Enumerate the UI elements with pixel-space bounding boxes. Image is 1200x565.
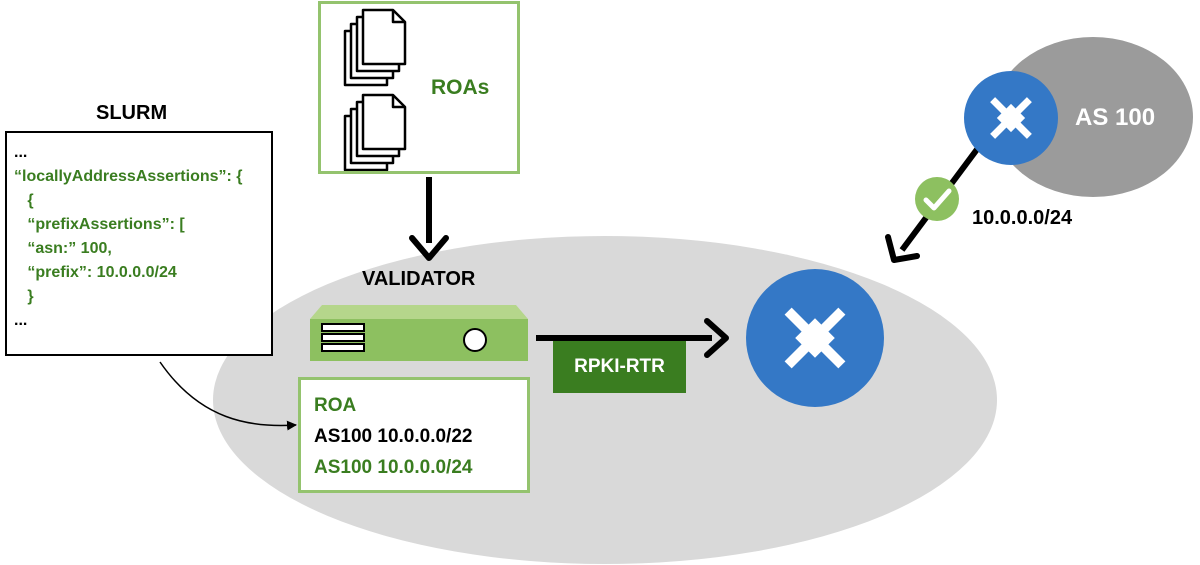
slurm-box: ... “locallyAddressAssertions”: { { “pre… xyxy=(5,131,273,356)
roas-box xyxy=(318,1,520,174)
rpki-rtr-label: RPKI-RTR xyxy=(553,341,686,393)
slurm-line: “prefix”: 10.0.0.0/24 xyxy=(14,264,177,281)
slurm-line: } xyxy=(14,288,34,305)
slurm-line: “locallyAddressAssertions”: { xyxy=(14,168,243,185)
router-icon xyxy=(746,269,884,407)
roa-entry: AS100 10.0.0.0/24 xyxy=(314,457,473,478)
slurm-line: “prefixAssertions”: [ xyxy=(14,216,185,233)
announced-prefix-label: 10.0.0.0/24 xyxy=(972,207,1073,229)
slurm-title: SLURM xyxy=(96,102,168,124)
validator-server-icon xyxy=(310,305,528,361)
validator-label: VALIDATOR xyxy=(362,268,476,290)
slurm-line: “asn:” 100, xyxy=(14,240,112,257)
roa-entry: AS100 10.0.0.0/22 xyxy=(314,426,473,447)
roa-box: ROA AS100 10.0.0.0/22 AS100 10.0.0.0/24 xyxy=(298,377,530,493)
slurm-line: ... xyxy=(14,312,28,329)
as-label: AS 100 xyxy=(1075,104,1156,131)
documents-icon xyxy=(343,8,407,171)
slurm-to-roa-arrow xyxy=(159,361,297,431)
validator-to-router-arrow xyxy=(536,318,729,358)
valid-check-icon xyxy=(915,177,959,221)
roas-to-validator-arrow xyxy=(409,177,449,261)
roas-label: ROAs xyxy=(431,76,490,99)
slurm-line: { xyxy=(14,192,34,209)
as-router-icon xyxy=(964,71,1058,165)
as-100-ellipse xyxy=(993,37,1193,197)
roa-title: ROA xyxy=(314,395,357,416)
slurm-line: ... xyxy=(14,144,28,161)
